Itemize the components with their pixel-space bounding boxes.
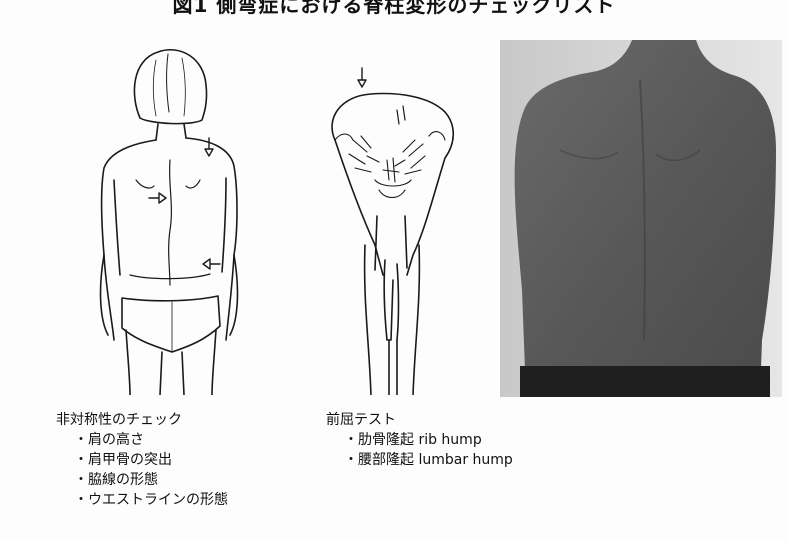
arrow-right-icon bbox=[149, 193, 166, 203]
forward-bend-item: ・腰部隆起 lumbar hump bbox=[326, 450, 513, 470]
forward-bend-illustration bbox=[305, 40, 480, 395]
asymmetry-item: ・脇線の形態 bbox=[56, 470, 228, 490]
asymmetry-heading: 非対称性のチェック bbox=[56, 410, 228, 430]
forward-bend-heading: 前屈テスト bbox=[326, 410, 513, 430]
standing-back-illustration bbox=[70, 40, 270, 395]
figure-title: 図1 側弯症における脊柱変形のチェックリスト bbox=[0, 0, 788, 20]
waistband bbox=[520, 366, 770, 397]
forward-bend-item: ・肋骨隆起 rib hump bbox=[326, 430, 513, 450]
spine-line bbox=[169, 160, 172, 285]
underwear-outline bbox=[122, 296, 220, 352]
arrow-down-icon bbox=[358, 68, 366, 87]
arrow-left-icon bbox=[203, 259, 220, 269]
back-photo bbox=[500, 40, 782, 397]
asymmetry-item: ・肩の高さ bbox=[56, 430, 228, 450]
asymmetry-item: ・肩甲骨の突出 bbox=[56, 450, 228, 470]
torso-right-outline bbox=[186, 138, 237, 340]
asymmetry-caption: 非対称性のチェック ・肩の高さ ・肩甲骨の突出 ・脇線の形態 ・ウエストラインの… bbox=[56, 410, 228, 510]
figure-title-text: 図1 側弯症における脊柱変形のチェックリスト bbox=[0, 0, 788, 18]
torso-left-outline bbox=[102, 140, 156, 340]
asymmetry-item: ・ウエストラインの形態 bbox=[56, 490, 228, 510]
forward-bend-caption: 前屈テスト ・肋骨隆起 rib hump ・腰部隆起 lumbar hump bbox=[326, 410, 513, 470]
hair-outline bbox=[134, 50, 206, 124]
